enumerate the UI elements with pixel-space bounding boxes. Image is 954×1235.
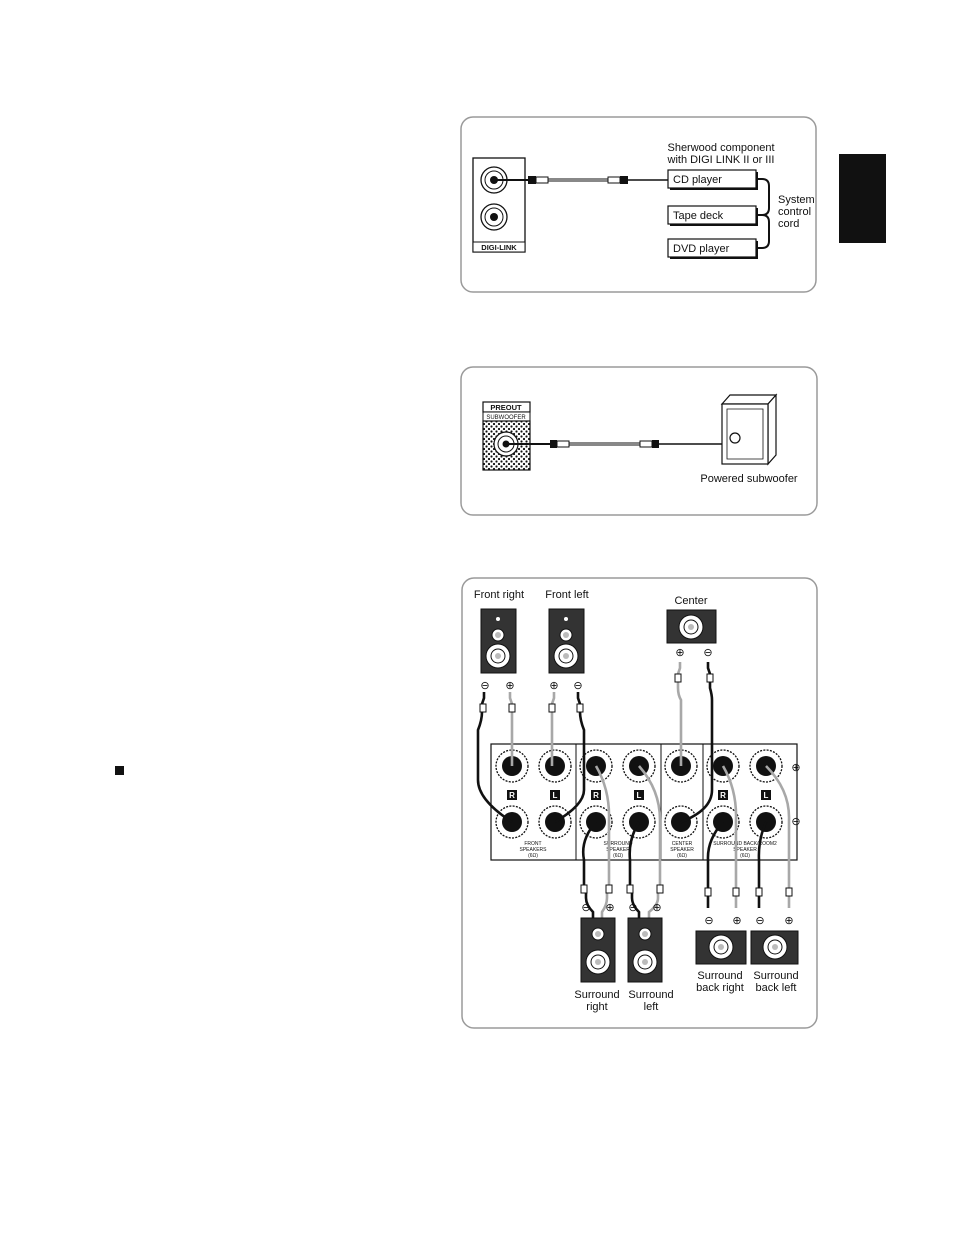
speaker-front-left (548, 608, 585, 674)
device-dvd-label: DVD player (673, 243, 730, 255)
speaker-panel: Front right Front left Center (461, 577, 818, 1029)
label-back-right-1: Surround (697, 970, 742, 982)
digilink-cable (494, 176, 668, 184)
wires-bottom (580, 765, 793, 918)
label-surround-right-1: Surround (574, 989, 619, 1001)
wires-top (476, 662, 714, 824)
digilink-jack-plate: DIGI-LINK (472, 157, 526, 253)
cord-label-2: control (778, 206, 811, 218)
center-plus: ⊕ (675, 647, 684, 659)
label-center: Center (674, 595, 707, 607)
device-tape-deck: Tape deck (667, 205, 758, 226)
group-front-3: (6Ω) (528, 853, 538, 859)
back-right-minus: ⊖ (704, 915, 713, 927)
group-front-1: FRONT (524, 841, 541, 847)
subwoofer-frame (460, 366, 818, 516)
speaker-front-right (480, 608, 517, 674)
label-back-left-1: Surround (753, 970, 798, 982)
front-right-minus: ⊖ (480, 680, 489, 692)
badge-back-r: R (720, 791, 726, 800)
label-surround-left-2: left (644, 1001, 659, 1013)
back-right-plus: ⊕ (732, 915, 741, 927)
surround-left-minus: ⊖ (628, 902, 637, 914)
system-cord-2 (756, 214, 770, 249)
front-left-minus: ⊖ (573, 680, 582, 692)
terminal-front-l-plus (538, 749, 572, 783)
group-center-1: CENTER (672, 841, 693, 847)
speaker-center (666, 609, 717, 644)
surround-right-minus: ⊖ (581, 902, 590, 914)
group-center-3: (6Ω) (677, 853, 687, 859)
terminal-badges: R L R L R L (507, 790, 771, 800)
subwoofer-cable (506, 440, 725, 448)
group-surround-1: SURROUND (604, 841, 633, 847)
speaker-surround-back-left (750, 930, 799, 965)
back-left-minus: ⊖ (755, 915, 764, 927)
label-front-left: Front left (545, 589, 588, 601)
digilink-frame (460, 116, 817, 293)
front-right-plus: ⊕ (505, 680, 514, 692)
group-back-1: SURROUND BACK/ROOM2 (713, 841, 777, 847)
panel-minus: ⊖ (791, 816, 800, 828)
badge-surround-l: L (637, 791, 642, 800)
badge-front-r: R (509, 791, 515, 800)
badge-back-l: L (764, 791, 769, 800)
subwoofer-device-label: Powered subwoofer (700, 473, 798, 485)
subwoofer-jack-label: SUBWOOFER (486, 415, 526, 421)
digilink-heading: Sherwood component (667, 142, 774, 154)
subwoofer-panel: PREOUT SUBWOOFER Powered subwoofer (460, 366, 818, 516)
device-tape-label: Tape deck (673, 210, 724, 222)
label-back-right-2: back right (696, 982, 744, 994)
preout-jack-plate: PREOUT SUBWOOFER (482, 401, 531, 471)
section-tab (839, 154, 886, 243)
label-surround-right-2: right (586, 1001, 607, 1013)
group-back-2: SPEAKER (733, 847, 757, 853)
bullet-marker (115, 766, 124, 775)
front-left-plus: ⊕ (549, 680, 558, 692)
group-front-2: SPEAKERS (520, 847, 548, 853)
label-front-right: Front right (474, 589, 524, 601)
device-cd-label: CD player (673, 174, 722, 186)
digilink-heading-2: with DIGI LINK II or III (667, 154, 775, 166)
group-center-2: SPEAKER (670, 847, 694, 853)
label-back-left-2: back left (756, 982, 797, 994)
group-back-3: (6Ω) (740, 853, 750, 859)
badge-surround-r: R (593, 791, 599, 800)
surround-right-plus: ⊕ (605, 902, 614, 914)
label-surround-left-1: Surround (628, 989, 673, 1001)
device-cd-player: CD player (667, 169, 758, 190)
device-dvd-player: DVD player (667, 238, 758, 259)
surround-left-plus: ⊕ (652, 902, 661, 914)
panel-plus: ⊕ (791, 762, 800, 774)
digilink-panel: DIGI-LINK Sherwood component with DIGI L… (460, 116, 817, 293)
cord-label-3: cord (778, 218, 799, 230)
speaker-surround-right (580, 917, 616, 983)
center-minus: ⊖ (703, 647, 712, 659)
speaker-surround-back-right (695, 930, 747, 965)
speaker-frame (461, 577, 818, 1029)
group-surround-3: (6Ω) (613, 853, 623, 859)
preout-label: PREOUT (490, 403, 522, 412)
group-surround-2: SPEAKER (606, 847, 630, 853)
digilink-jack-label: DIGI-LINK (481, 243, 517, 252)
back-left-plus: ⊕ (784, 915, 793, 927)
powered-subwoofer-box (720, 393, 778, 466)
speaker-surround-left (627, 917, 663, 983)
cord-label-1: System (778, 194, 815, 206)
badge-front-l: L (553, 791, 558, 800)
